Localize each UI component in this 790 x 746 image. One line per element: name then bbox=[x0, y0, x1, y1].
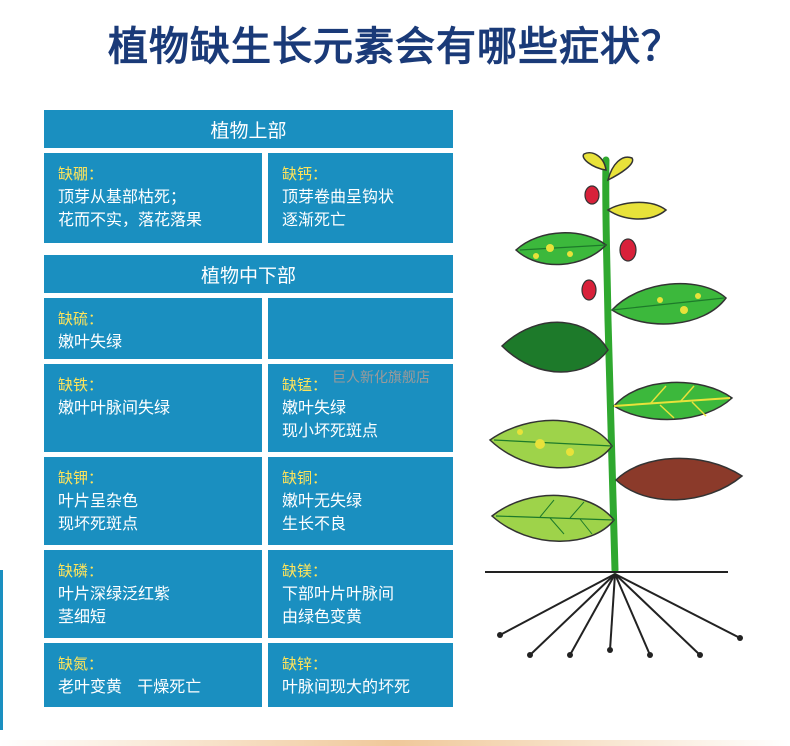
red-fruit bbox=[584, 185, 600, 205]
leaf-vein bbox=[493, 439, 613, 447]
leaf-spot bbox=[546, 244, 554, 252]
cell-iron: 缺铁： 嫩叶叶脉间失绿 bbox=[44, 364, 262, 452]
section-header-lower: 植物中下部 bbox=[44, 255, 453, 293]
top-bud-leaf bbox=[582, 152, 607, 171]
symptom-line: 逐渐死亡 bbox=[282, 210, 347, 229]
plant-illustration bbox=[485, 152, 744, 658]
symptom-line: 顶芽卷曲呈钩状 bbox=[282, 187, 395, 206]
leaf-spot bbox=[680, 306, 688, 314]
roots bbox=[499, 573, 741, 656]
symptom-line: 嫩叶叶脉间失绿 bbox=[58, 398, 171, 417]
cell-calcium: 缺钙： 顶芽卷曲呈钩状 逐渐死亡 bbox=[268, 153, 453, 243]
spotted-leaf bbox=[514, 232, 608, 266]
yellow-spotted-leaf bbox=[488, 419, 613, 469]
leaf-vein bbox=[649, 385, 707, 419]
symptom-line: 下部叶片叶脉间 bbox=[282, 584, 395, 603]
red-fruit bbox=[581, 279, 597, 301]
symptom-line: 现坏死斑点 bbox=[58, 514, 139, 533]
cell-phosphorus: 缺磷： 叶片深绿泛红紫 茎细短 bbox=[44, 550, 262, 638]
left-edge-accent bbox=[0, 570, 3, 730]
red-fruit bbox=[619, 238, 637, 262]
cell-sulfur: 缺硫： 嫩叶失绿 bbox=[44, 298, 262, 359]
plant-stem bbox=[602, 156, 619, 574]
leaf-vein bbox=[539, 499, 593, 535]
cell-magnesium: 缺镁： 下部叶片叶脉间 由绿色变黄 bbox=[268, 550, 453, 638]
dark-green-leaf bbox=[500, 321, 609, 373]
element-name: 缺铁： bbox=[58, 376, 104, 394]
leaf-vein bbox=[613, 397, 731, 407]
watermark: 巨人新化旗舰店 bbox=[332, 370, 430, 386]
leaf-vein bbox=[611, 297, 725, 311]
page-title: 植物缺生长元素会有哪些症状？ bbox=[108, 24, 682, 70]
yellow-leaf bbox=[606, 201, 668, 220]
section-header-upper: 植物上部 bbox=[44, 110, 453, 148]
top-bud-leaf bbox=[606, 156, 634, 182]
leaf-spot bbox=[517, 429, 523, 435]
element-name: 缺镁： bbox=[282, 562, 328, 580]
bottom-divider bbox=[0, 740, 790, 746]
element-name: 缺硼： bbox=[58, 165, 104, 183]
element-name: 缺铜： bbox=[282, 469, 328, 487]
symptom-line: 顶芽从基部枯死； bbox=[58, 187, 187, 206]
brown-leaf bbox=[614, 457, 744, 501]
symptom-line: 叶片深绿泛红紫 bbox=[58, 584, 171, 603]
cell-zinc: 缺锌： 叶脉间现大的坏死 bbox=[268, 643, 453, 707]
leaf-vein bbox=[495, 515, 615, 521]
leaf-spot bbox=[533, 253, 539, 259]
symptom-line: 现小坏死斑点 bbox=[282, 421, 379, 440]
leaf-spot bbox=[567, 251, 573, 257]
cell-empty bbox=[268, 298, 453, 359]
veined-leaf bbox=[612, 381, 734, 421]
leaf-vein bbox=[519, 244, 607, 251]
section-header-lower-label: 植物中下部 bbox=[200, 264, 296, 287]
leaf-spot bbox=[535, 439, 545, 449]
element-name: 缺锌： bbox=[282, 655, 328, 673]
leaf-spot bbox=[657, 297, 663, 303]
symptom-line: 老叶变黄 干燥死亡 bbox=[58, 677, 202, 696]
element-name: 缺锰： bbox=[282, 376, 328, 394]
symptom-line: 花而不实，落花落果 bbox=[58, 210, 203, 229]
leaf-spot bbox=[566, 448, 574, 456]
element-name: 缺氮： bbox=[58, 655, 104, 673]
element-name: 缺磷： bbox=[58, 562, 104, 580]
symptom-line: 嫩叶失绿 bbox=[58, 332, 123, 351]
cell-manganese: 缺锰： 嫩叶失绿 现小坏死斑点 bbox=[268, 364, 453, 452]
symptom-line: 嫩叶失绿 bbox=[282, 398, 347, 417]
element-name: 缺硫： bbox=[58, 310, 104, 328]
cell-potassium: 缺钾： 叶片呈杂色 现坏死斑点 bbox=[44, 457, 262, 545]
symptom-line: 茎细短 bbox=[58, 607, 107, 626]
symptom-line: 由绿色变黄 bbox=[282, 607, 363, 626]
element-name: 缺钙： bbox=[282, 165, 328, 183]
cell-copper: 缺铜： 嫩叶无失绿 生长不良 bbox=[268, 457, 453, 545]
symptom-line: 生长不良 bbox=[282, 514, 347, 533]
element-name: 缺钾： bbox=[58, 469, 104, 487]
cell-boron: 缺硼： 顶芽从基部枯死； 花而不实，落花落果 bbox=[44, 153, 262, 243]
cell-nitrogen: 缺氮： 老叶变黄 干燥死亡 bbox=[44, 643, 262, 707]
symptom-line: 叶片呈杂色 bbox=[58, 491, 139, 510]
section-header-upper-label: 植物上部 bbox=[210, 119, 287, 142]
symptom-line: 嫩叶无失绿 bbox=[282, 491, 363, 510]
symptom-line: 叶脉间现大的坏死 bbox=[282, 677, 411, 696]
leaf-spot bbox=[695, 293, 701, 299]
root-hairs bbox=[497, 632, 743, 658]
